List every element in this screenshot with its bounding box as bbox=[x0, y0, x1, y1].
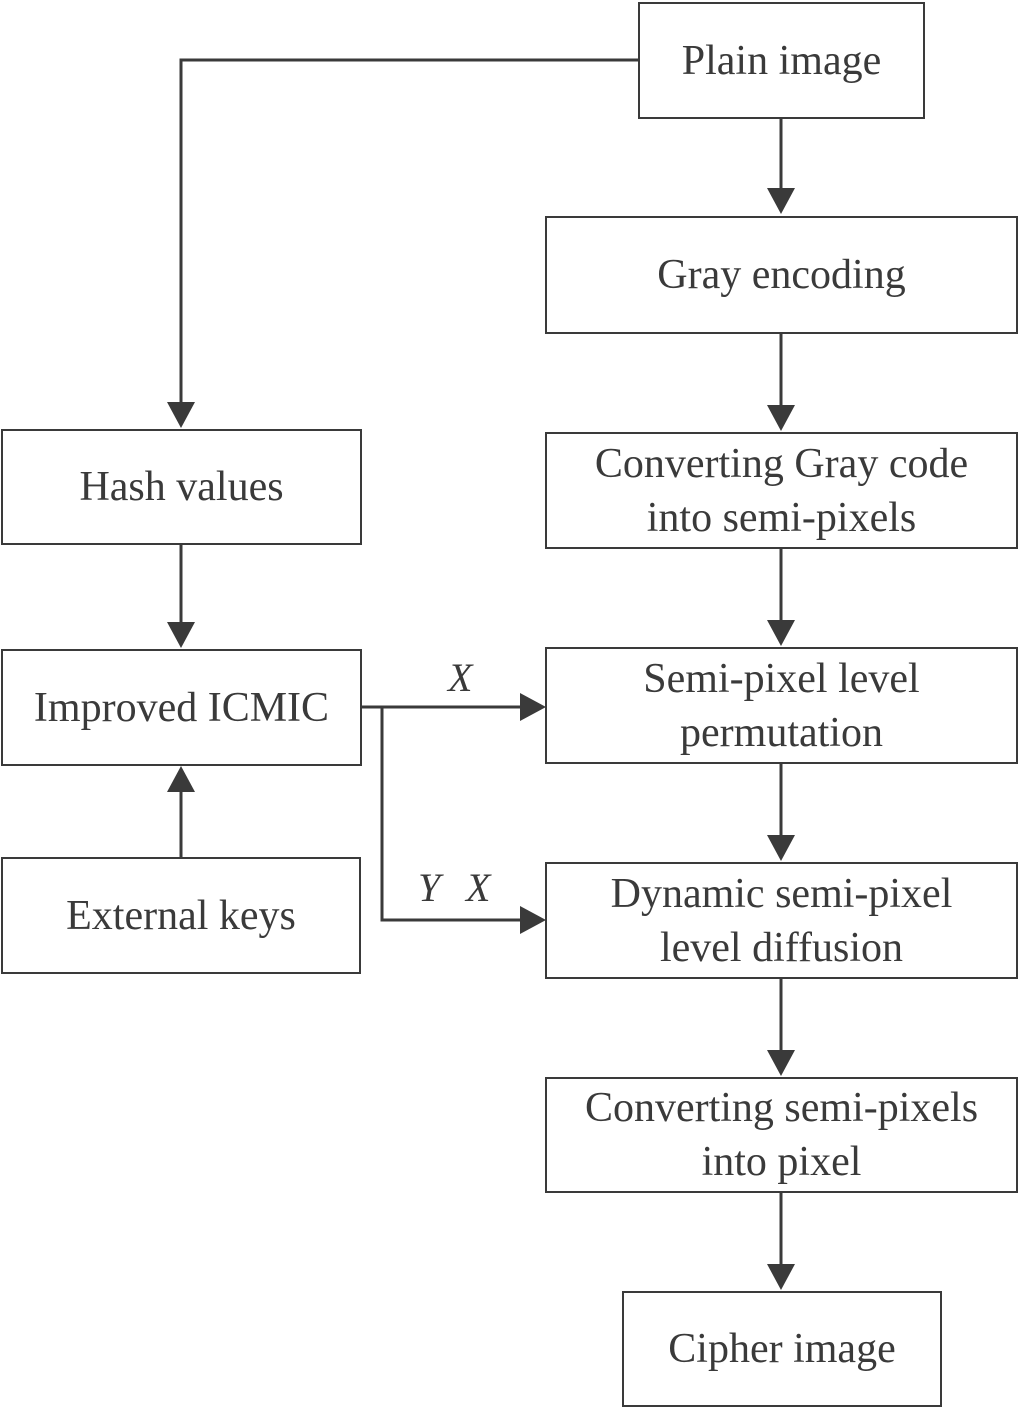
node-gray-encoding: Gray encoding bbox=[545, 216, 1018, 334]
node-label: Plain image bbox=[681, 37, 882, 84]
node-label-line-1: Converting semi-pixels bbox=[584, 1085, 979, 1131]
arrowhead-gray-to-convert bbox=[767, 405, 795, 431]
node-converting-gray-code: Converting Gray code into semi-pixels bbox=[545, 432, 1018, 549]
arrowhead-plain-to-hash bbox=[167, 402, 195, 428]
node-label: Hash values bbox=[79, 464, 284, 510]
node-label-line-1: Converting Gray code bbox=[594, 440, 969, 487]
node-hash-values: Hash values bbox=[1, 429, 362, 545]
arrowhead-keys-to-icmic bbox=[167, 766, 195, 792]
edge-label-x-diffusion: X bbox=[466, 865, 491, 910]
edge-label-x-permutation: X bbox=[448, 655, 473, 700]
node-plain-image: Plain image bbox=[638, 2, 925, 119]
node-label-line-2: into semi-pixels bbox=[646, 494, 917, 541]
arrowhead-plain-to-gray bbox=[767, 188, 795, 214]
arrow-plain-to-hash bbox=[179, 58, 638, 402]
arrowhead-reconvert-to-cipher bbox=[767, 1264, 795, 1290]
node-label-line-2: into pixel bbox=[701, 1139, 862, 1185]
arrow-icmic-to-diffusion bbox=[380, 707, 520, 922]
node-label: External keys bbox=[66, 892, 296, 939]
node-improved-icmic: Improved ICMIC bbox=[1, 649, 362, 766]
edge-label-y-diffusion: Y bbox=[418, 865, 441, 910]
node-label: Improved ICMIC bbox=[33, 684, 330, 731]
arrowhead-hash-to-icmic bbox=[167, 622, 195, 648]
node-label-line-1: Semi-pixel level bbox=[643, 655, 920, 702]
node-semi-pixel-permutation: Semi-pixel level permutation bbox=[545, 647, 1018, 764]
node-label: Cipher image bbox=[668, 1326, 896, 1372]
arrowhead-icmic-to-diffusion bbox=[520, 906, 546, 934]
arrowhead-convert-to-permutation bbox=[767, 620, 795, 646]
arrowhead-diffusion-to-reconvert bbox=[767, 1050, 795, 1076]
node-converting-semi-pixels: Converting semi-pixels into pixel bbox=[545, 1077, 1018, 1193]
arrowhead-icmic-to-permutation bbox=[520, 693, 546, 721]
node-cipher-image: Cipher image bbox=[622, 1291, 942, 1407]
arrowhead-permutation-to-diffusion bbox=[767, 835, 795, 861]
node-label-line-1: Dynamic semi-pixel bbox=[610, 870, 953, 917]
node-dynamic-diffusion: Dynamic semi-pixel level diffusion bbox=[545, 862, 1018, 979]
node-label-line-2: permutation bbox=[680, 709, 883, 756]
node-label-line-2: level diffusion bbox=[659, 924, 904, 971]
node-label: Gray encoding bbox=[657, 252, 906, 298]
node-external-keys: External keys bbox=[1, 857, 361, 974]
